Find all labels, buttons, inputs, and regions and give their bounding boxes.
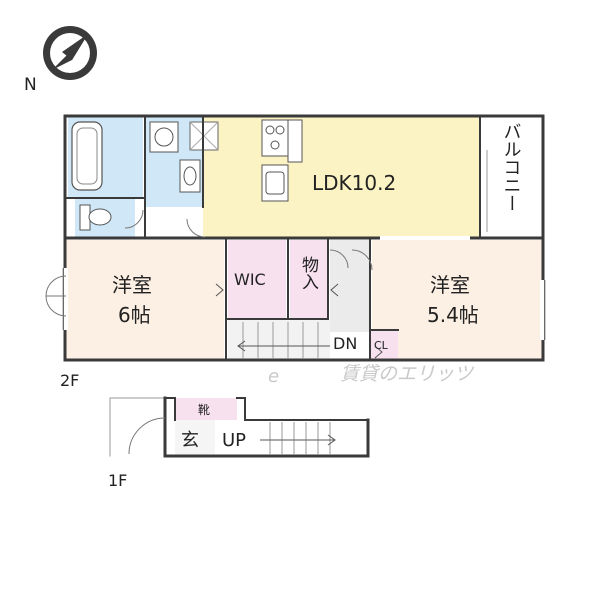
entrance-label: 玄 [181, 430, 199, 451]
stair-1f-fill [215, 420, 365, 456]
floor-2f-label: 2F [60, 371, 79, 390]
door-swings [45, 209, 373, 317]
sink-icon [179, 159, 201, 193]
balcony-label: バルコニー [501, 122, 522, 212]
bedroom-right-size: 5.4帖 [427, 303, 479, 327]
bedroom-left-size: 6帖 [118, 303, 151, 327]
storage-fill [290, 240, 327, 318]
closet-marks [215, 283, 383, 359]
compass-icon [43, 26, 97, 80]
closet-fill [370, 330, 398, 360]
shoe-label: 靴 [198, 403, 210, 417]
down-label: DN [333, 334, 357, 353]
window-sills [62, 268, 546, 340]
floor-1f-label: 1F [108, 471, 127, 490]
stair-treads-2f [242, 322, 319, 358]
bedroom-right-fill [372, 240, 542, 360]
ldk-fill [203, 117, 480, 237]
wic-fill [228, 240, 286, 318]
bedroom-right-name: 洋室 [430, 273, 470, 297]
stair-arrow-1f-icon [260, 434, 336, 446]
north-label: N [24, 75, 37, 95]
stair-arrow-icon [237, 340, 330, 352]
walls-1f [109, 396, 370, 458]
up-label: UP [222, 430, 246, 451]
watermark: e 賃貸のエリッツ [268, 363, 475, 387]
kitchen-sink-icon [261, 164, 289, 202]
toilet-icon [79, 204, 112, 231]
entrance-fill [175, 420, 215, 456]
wic-label: WIC [234, 270, 266, 289]
bedroom-left-fill [66, 240, 224, 360]
storage-label: 物入 [298, 256, 319, 290]
watermark-logo-icon: e [268, 366, 279, 387]
stair-treads-1f [269, 422, 331, 454]
hall-fill [330, 240, 370, 332]
stove-icon [261, 119, 289, 157]
kitchen-counter [287, 119, 303, 163]
bathtub-icon [71, 121, 103, 191]
bedroom-left-name: 洋室 [112, 273, 152, 297]
balcony-fill [483, 117, 543, 237]
stair-fill [228, 320, 330, 360]
washing-machine-icon [149, 121, 179, 153]
entrance-door-swing [128, 417, 166, 455]
closet-label: CL [374, 339, 389, 352]
ldk-label: LDK10.2 [312, 171, 396, 195]
shoe-box-fill [175, 398, 237, 420]
watermark-text: 賃貸のエリッツ [340, 363, 475, 385]
windows [64, 236, 544, 340]
